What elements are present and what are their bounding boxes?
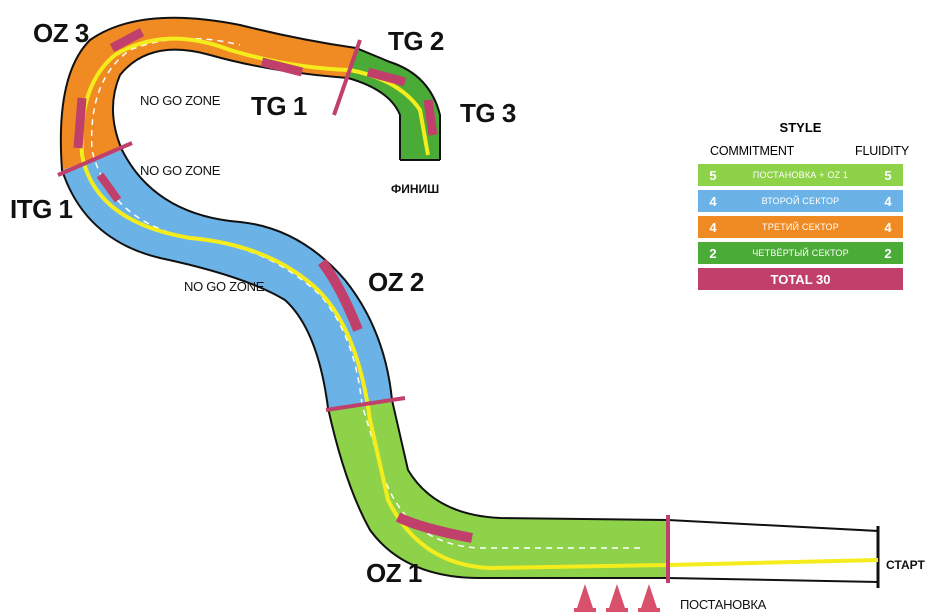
label-itg1: ITG 1 bbox=[10, 194, 73, 224]
divider-oz2 bbox=[325, 396, 406, 412]
clip-oz2 bbox=[318, 258, 363, 332]
fluidity-value: 4 bbox=[884, 193, 892, 209]
clip-itg1 bbox=[96, 172, 122, 203]
style-row: 4 ВТОРОЙ СЕКТОР 4 bbox=[698, 190, 903, 212]
sector-3-track bbox=[60, 17, 356, 171]
no-go-zone-label: NO GO ZONE bbox=[140, 163, 221, 178]
label-oz1: OZ 1 bbox=[366, 558, 422, 588]
label-oz3: OZ 3 bbox=[33, 18, 89, 48]
no-go-zone-label: NO GO ZONE bbox=[184, 279, 265, 294]
clip-oz3-a bbox=[73, 97, 87, 149]
sector-label: ТРЕТИЙ СЕКТОР bbox=[762, 222, 839, 232]
cone-3-icon bbox=[638, 584, 660, 612]
style-header: COMMITMENT FLUIDITY bbox=[710, 144, 909, 158]
label-oz2: OZ 2 bbox=[368, 267, 424, 297]
commitment-value: 4 bbox=[709, 219, 717, 235]
divider-tg1 bbox=[332, 39, 362, 116]
commitment-value: 5 bbox=[709, 167, 717, 183]
fluidity-value: 5 bbox=[884, 167, 892, 183]
fluidity-value: 4 bbox=[884, 219, 892, 235]
label-tg2: TG 2 bbox=[388, 26, 444, 56]
divider-itg1 bbox=[57, 141, 133, 177]
sector-label: ЧЕТВЁРТЫЙ СЕКТОР bbox=[752, 248, 849, 258]
clip-oz3-b bbox=[109, 28, 145, 52]
sector-2-track bbox=[62, 150, 392, 408]
clip-oz1 bbox=[395, 512, 473, 543]
track-outline-inner bbox=[59, 16, 668, 579]
commitment-value: 2 bbox=[709, 245, 717, 261]
fluidity-header: FLUIDITY bbox=[855, 144, 909, 158]
style-title: STYLE bbox=[779, 120, 822, 135]
label-start: СТАРТ bbox=[886, 558, 925, 572]
sector-label: ПОСТАНОВКА + OZ 1 bbox=[752, 170, 849, 180]
style-row: 2 ЧЕТВЁРТЫЙ СЕКТОР 2 bbox=[698, 242, 903, 264]
sector-1-track bbox=[328, 400, 668, 578]
start-straight bbox=[667, 518, 879, 584]
style-row: 4 ТРЕТИЙ СЕКТОР 4 bbox=[698, 216, 903, 238]
no-go-zone-label: NO GO ZONE bbox=[140, 93, 221, 108]
label-tg1: TG 1 bbox=[251, 91, 307, 121]
clip-tg2 bbox=[366, 67, 407, 87]
cone-2-icon bbox=[606, 584, 628, 612]
commitment-header: COMMITMENT bbox=[710, 144, 795, 158]
clip-tg1 bbox=[260, 57, 304, 77]
style-total: TOTAL 30 bbox=[698, 268, 903, 290]
cone-1-icon bbox=[574, 584, 596, 612]
fluidity-value: 2 bbox=[884, 245, 892, 261]
label-setup: ПОСТАНОВКА bbox=[680, 597, 767, 612]
clip-tg3 bbox=[423, 99, 438, 136]
label-finish: ФИНИШ bbox=[391, 182, 440, 196]
style-table: STYLE COMMITMENT FLUIDITY 5 ПОСТАНОВКА +… bbox=[698, 120, 909, 294]
style-row: 5 ПОСТАНОВКА + OZ 1 5 bbox=[698, 164, 903, 186]
sector-label: ВТОРОЙ СЕКТОР bbox=[761, 196, 840, 206]
commitment-value: 4 bbox=[709, 193, 717, 209]
label-tg3: TG 3 bbox=[460, 98, 516, 128]
